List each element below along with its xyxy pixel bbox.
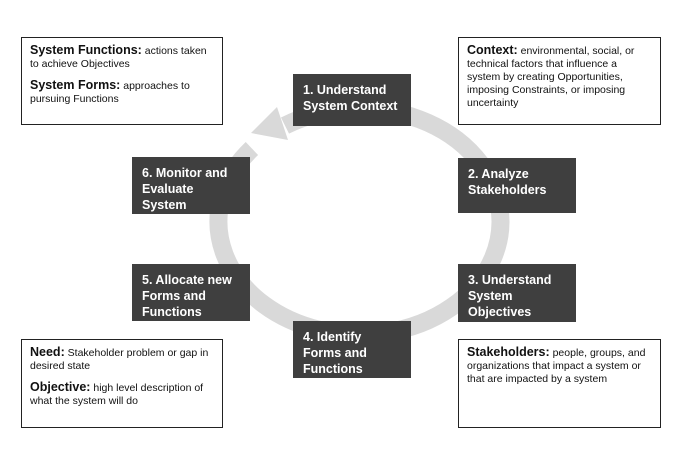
definition-system-functions: System Functions: actions taken to achie… <box>30 43 207 71</box>
definition-objective: Objective: high level description of wha… <box>30 380 204 408</box>
cycle-arrow-head <box>251 107 288 140</box>
note-need-objective: Need: Stakeholder problem or gap in desi… <box>21 339 223 428</box>
cycle-ring-arc <box>209 99 510 344</box>
note-system-functions-forms: System Functions: actions taken to achie… <box>21 37 223 125</box>
note-context: Context: environmental, social, or techn… <box>458 37 661 125</box>
definition-context: Context: environmental, social, or techn… <box>467 43 635 110</box>
definition-system-forms: System Forms: approaches to pursuing Fun… <box>30 78 190 106</box>
definition-stakeholders: Stakeholders: people, groups, and organi… <box>467 345 646 386</box>
note-stakeholders: Stakeholders: people, groups, and organi… <box>458 339 661 428</box>
definition-need: Need: Stakeholder problem or gap in desi… <box>30 345 209 373</box>
